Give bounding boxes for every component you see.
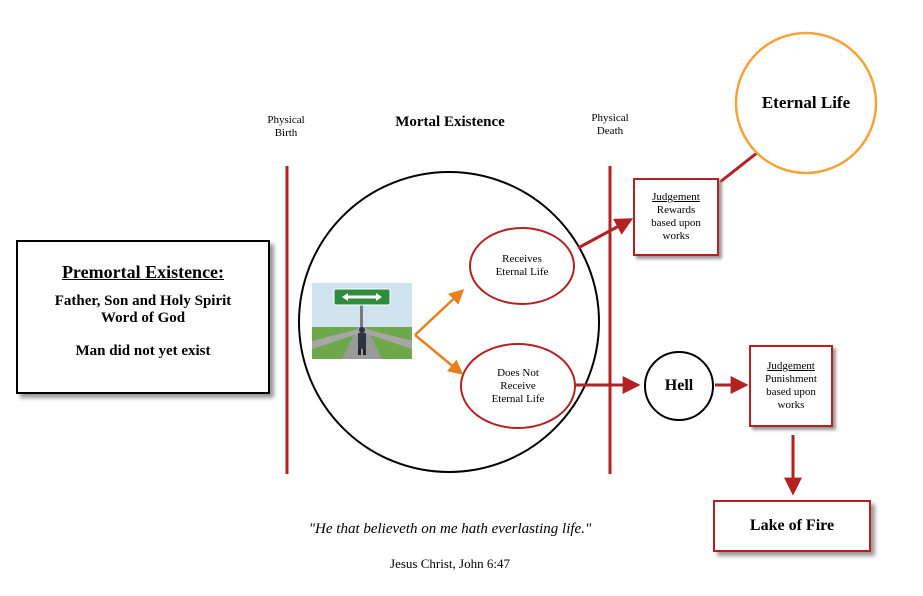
does-not-line-3: Eternal Life <box>491 393 545 405</box>
does-not-line-2: Receive <box>500 380 536 392</box>
physical-death-label-line-2: Death <box>596 125 624 137</box>
does-not-ellipse <box>460 343 576 429</box>
physical-death-label-line-1: Physical <box>591 112 629 124</box>
receives-line-2: Eternal Life <box>495 266 549 278</box>
scripture-citation: Jesus Christ, John 6:47 <box>390 556 510 571</box>
branch-down-arrow <box>414 334 464 375</box>
physical-birth-label-line-1: Physical <box>267 114 305 126</box>
hell-circle <box>644 351 714 421</box>
judgement-punishment-line-2: based upon <box>766 386 816 398</box>
does-not-receive-label: Does Not Receive Eternal Life <box>468 367 568 406</box>
does-not-line-1: Does Not <box>497 367 539 379</box>
judgement-rewards-line-3: works <box>662 230 690 242</box>
receives-ellipse <box>469 227 575 305</box>
lake-of-fire-box: Lake of Fire <box>713 500 871 552</box>
judgement-rewards-box: Judgement Rewards based upon works <box>633 178 719 256</box>
hell-label: Hell <box>664 377 694 394</box>
mortal-existence-label: Mortal Existence <box>395 114 505 130</box>
judgement-rewards-line-2: based upon <box>651 217 701 229</box>
judgement-punishment-line-1: Punishment <box>765 373 817 385</box>
receives-eternal-life-label: Receives Eternal Life <box>472 253 572 279</box>
to-judgement-rewards-arrow <box>577 218 634 250</box>
premortal-line-2: Word of God <box>100 310 186 326</box>
crossroads-signpost-icon <box>312 283 412 359</box>
mortal-existence-circle <box>298 171 600 473</box>
physical-birth-label: Physical Birth <box>254 114 318 140</box>
branch-up-arrow <box>414 288 465 336</box>
lake-of-fire-label: Lake of Fire <box>749 517 835 534</box>
receives-line-1: Receives <box>502 253 542 265</box>
judgement-punishment-box: Judgement Punishment based upon works <box>749 345 833 427</box>
judgement-punishment-line-3: works <box>777 399 805 411</box>
premortal-title: Premortal Existence: <box>61 262 225 282</box>
judgement-rewards-heading: Judgement <box>652 191 700 203</box>
physical-death-label: Physical Death <box>578 112 642 138</box>
physical-birth-label-line-2: Birth <box>274 127 298 139</box>
premortal-line-3: Man did not yet exist <box>75 343 211 359</box>
judgement-rewards-line-1: Rewards <box>656 204 696 216</box>
premortal-line-1: Father, Son and Holy Spirit <box>54 293 232 309</box>
eternal-life-circle <box>734 31 878 175</box>
eternal-life-label: Eternal Life <box>761 93 851 112</box>
premortal-existence-box: Premortal Existence: Father, Son and Hol… <box>16 240 270 394</box>
scripture-quote: "He that believeth on me hath everlastin… <box>308 521 592 537</box>
judgement-punishment-heading: Judgement <box>767 360 815 372</box>
